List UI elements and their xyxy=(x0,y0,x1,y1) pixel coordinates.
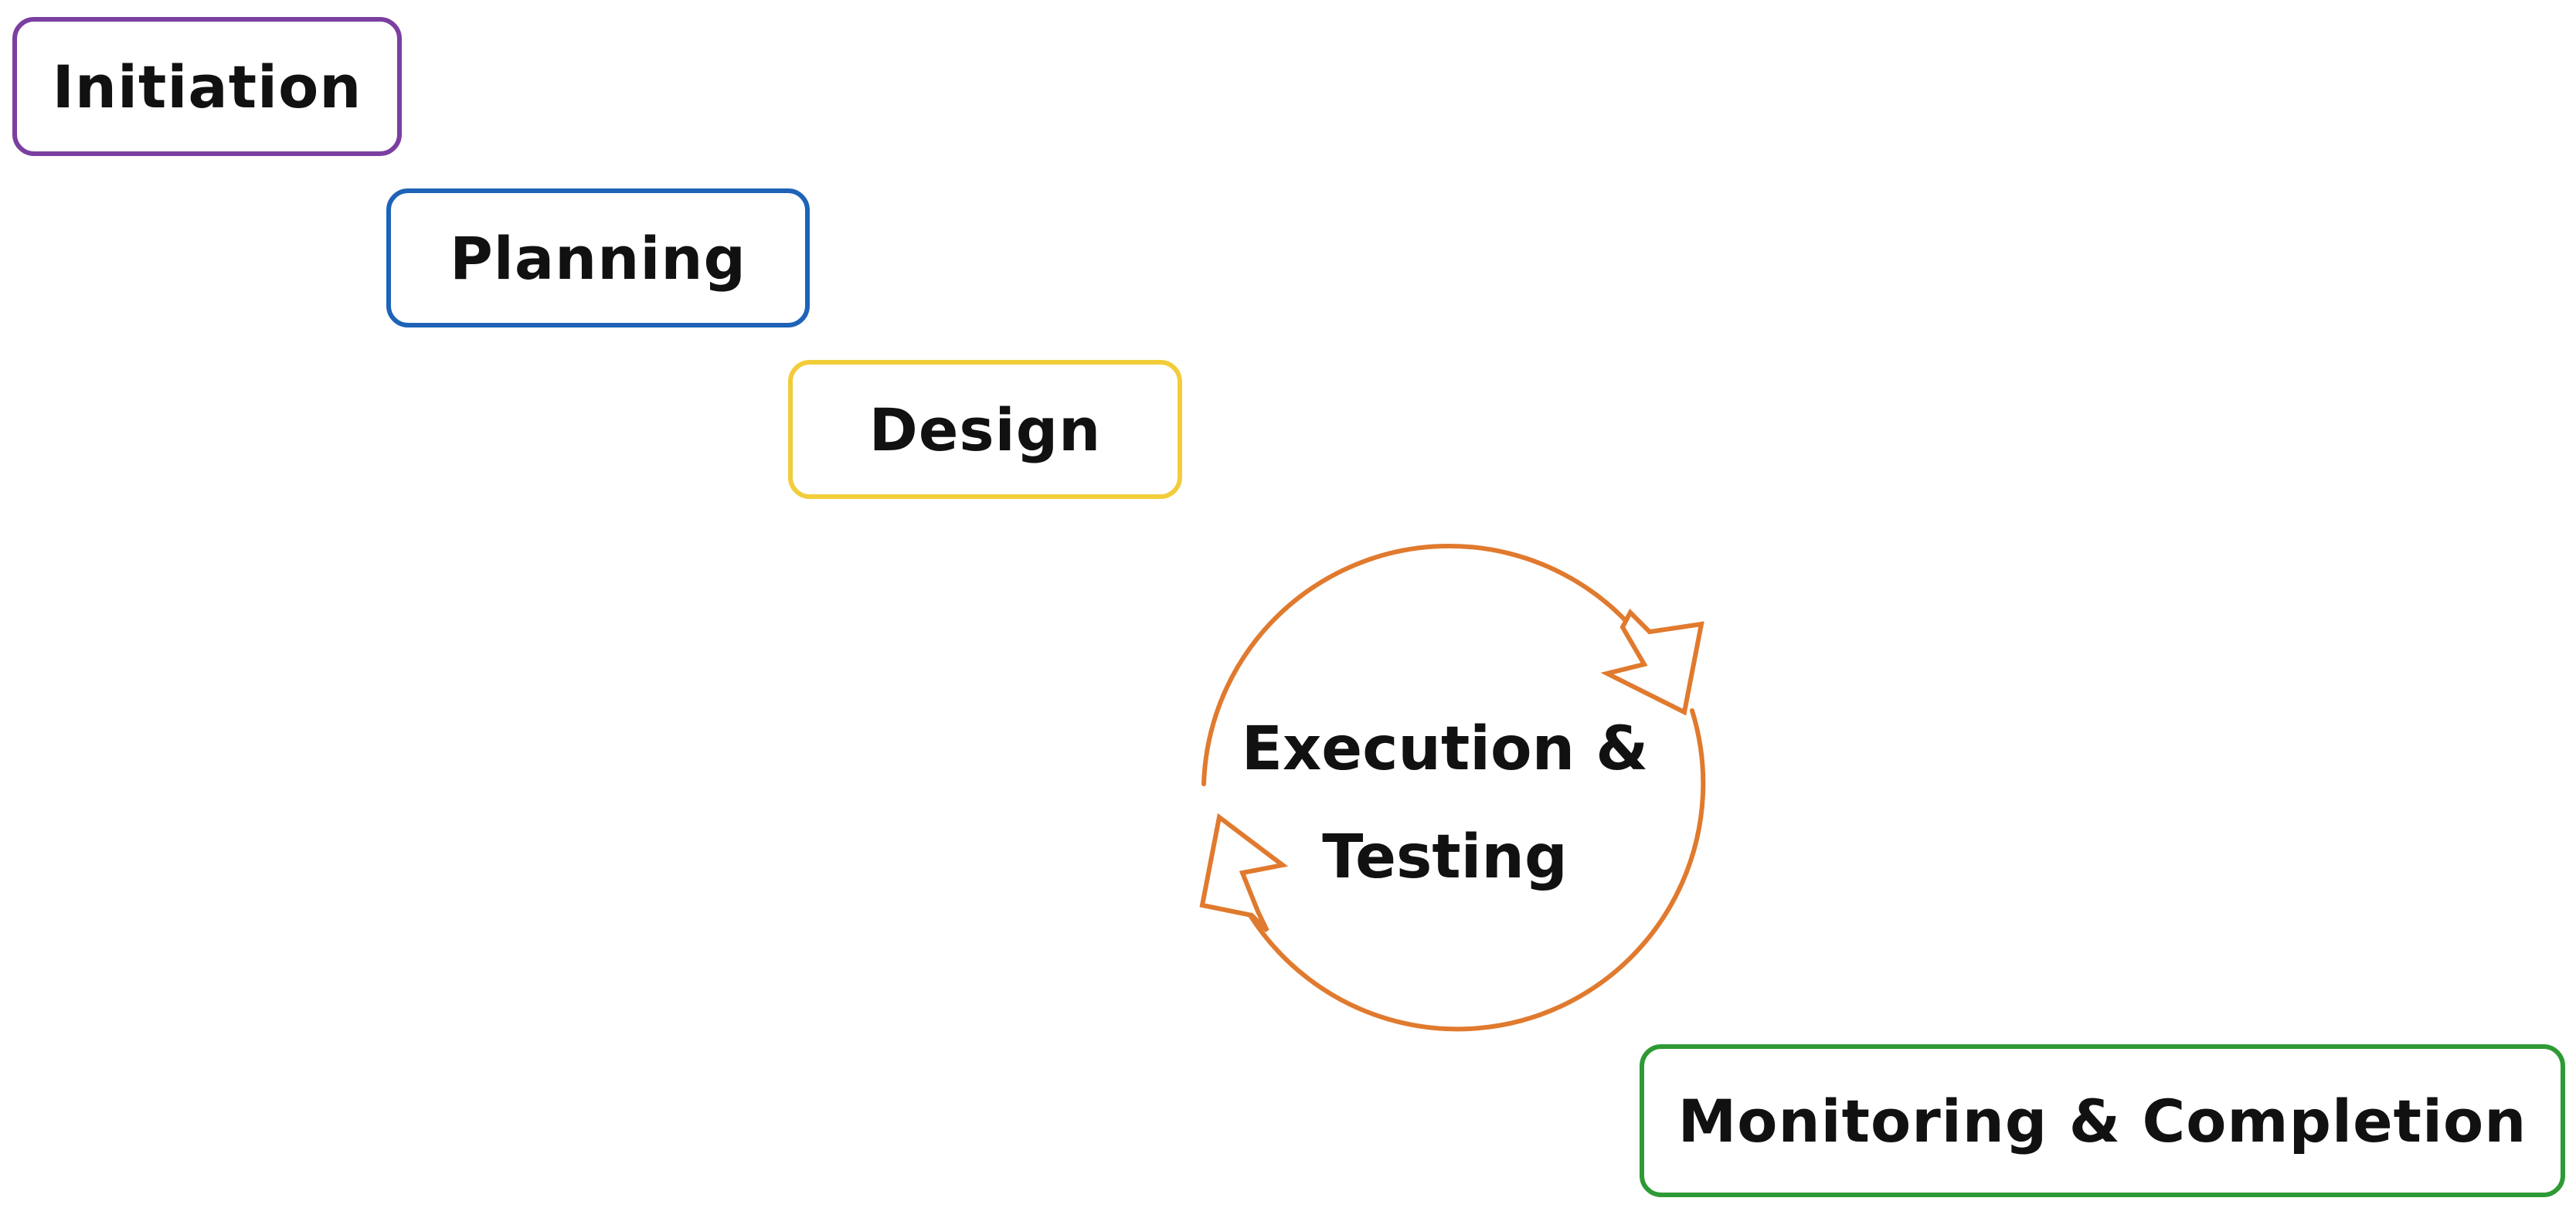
stage-execution-label: Execution & Testing xyxy=(1205,695,1684,911)
cycle-arc-top xyxy=(1201,543,1634,786)
stage-monitoring-box: Monitoring & Completion xyxy=(1640,1044,2565,1197)
stage-planning-box: Planning xyxy=(386,188,810,327)
stage-design-label: Design xyxy=(868,395,1102,464)
stage-monitoring-label: Monitoring & Completion xyxy=(1677,1086,2527,1155)
stage-initiation-box: Initiation xyxy=(12,17,402,156)
cycle-arrow-left-icon xyxy=(1199,813,1289,933)
stage-planning-label: Planning xyxy=(450,223,746,293)
stage-initiation-label: Initiation xyxy=(52,52,362,121)
cycle-arc-bottom xyxy=(1248,708,1706,1032)
stage-execution-label-line1: Execution & xyxy=(1241,714,1649,784)
cycle-arrow-right-icon xyxy=(1600,608,1704,716)
execution-cycle-diagram xyxy=(1199,543,1706,1032)
stage-execution-label-line2: Testing xyxy=(1322,823,1568,892)
stage-design-box: Design xyxy=(788,360,1182,499)
